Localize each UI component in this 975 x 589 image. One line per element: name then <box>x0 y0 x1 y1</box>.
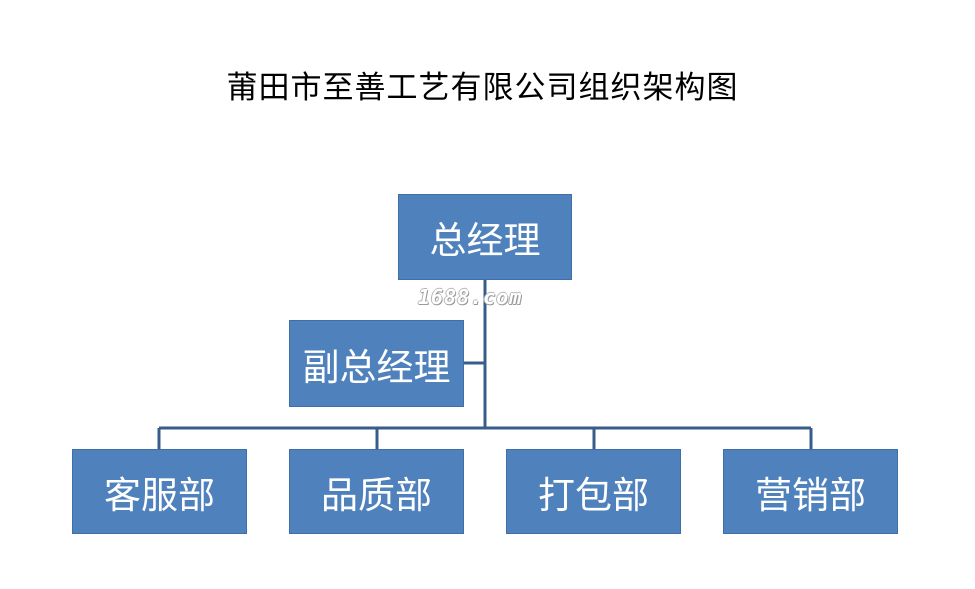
node-deputy-manager: 副总经理 <box>289 320 464 407</box>
node-dept-pinzhi: 品质部 <box>289 449 464 534</box>
node-dept-dabao: 打包部 <box>506 449 681 534</box>
node-dept-yingxiao-label: 营销部 <box>755 473 866 517</box>
node-deputy-manager-label: 副总经理 <box>302 345 451 389</box>
chart-title: 莆田市至善工艺有限公司组织架构图 <box>226 70 739 106</box>
watermark-text: 1688.com <box>418 285 523 309</box>
node-general-manager-label: 总经理 <box>429 219 541 262</box>
node-dept-dabao-label: 打包部 <box>538 473 649 517</box>
node-general-manager: 总经理 <box>398 194 572 280</box>
node-dept-kefu: 客服部 <box>72 449 247 534</box>
node-dept-yingxiao: 营销部 <box>723 449 898 534</box>
node-dept-pinzhi-label: 品质部 <box>321 473 432 517</box>
node-dept-kefu-label: 客服部 <box>104 473 215 517</box>
